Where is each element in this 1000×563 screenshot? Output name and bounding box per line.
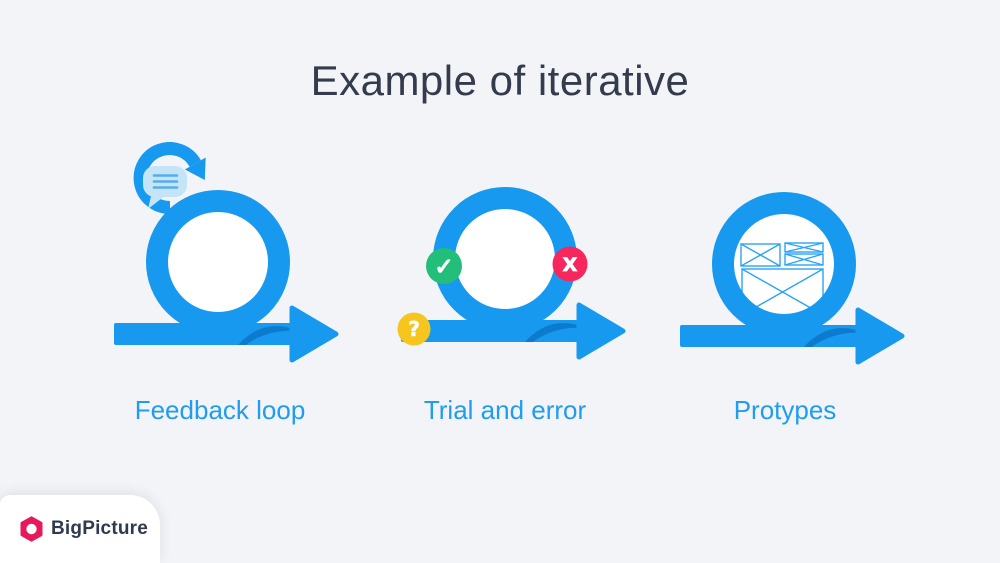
label-feedback-loop: Feedback loop: [134, 395, 306, 425]
x-badge: X: [552, 246, 588, 282]
feedback-loop-illustration: [88, 142, 348, 382]
speech-bubble-icon: [143, 166, 187, 209]
x-badge-circle: [552, 246, 588, 282]
check-icon: ✓: [434, 254, 453, 280]
arrow-head: [855, 307, 905, 365]
trial-and-error-illustration: ✓ X ?: [375, 139, 635, 379]
x-icon: X: [563, 254, 578, 276]
question-icon: ?: [408, 317, 420, 341]
wireframe-cross: [784, 253, 824, 266]
wireframe-cross: [740, 243, 781, 267]
logo-text: BigPicture: [51, 518, 149, 539]
sprint-loop-icon: [114, 142, 339, 363]
speech-bubble-lines: [152, 174, 179, 189]
wireframe-box: [740, 243, 781, 267]
loop-inner-disc: [453, 207, 557, 311]
question-badge: ?: [397, 312, 431, 346]
label-trial-and-error: Trial and error: [423, 395, 587, 425]
wireframe-cross: [784, 242, 824, 253]
loop-shadow: [525, 322, 587, 342]
forward-arrow-icon: [401, 302, 626, 360]
bigpicture-hexagon-icon: [20, 516, 43, 542]
wireframe-box: [784, 253, 824, 266]
loop-inner-disc: [732, 212, 836, 316]
forward-arrow-icon: [114, 305, 339, 363]
hexagon-hole: [26, 523, 37, 535]
sprint-loop-icon: ✓ X ?: [397, 187, 626, 360]
question-badge-circle: [397, 312, 431, 346]
arrow-head: [576, 302, 626, 360]
circular-arrow-head: [184, 157, 206, 180]
arrow-head: [289, 305, 339, 363]
loop-shadow: [804, 327, 866, 347]
label-prototypes: Protypes: [733, 395, 837, 425]
check-badge: ✓: [426, 248, 462, 284]
loop-shadow: [238, 325, 300, 345]
forward-arrow-icon: [680, 307, 905, 365]
wireframe-box: [784, 242, 824, 253]
logo-card: BigPicture: [0, 495, 160, 563]
page-title: Example of iterative: [310, 57, 690, 104]
sprint-loop-icon: [680, 192, 905, 365]
check-badge-circle: [426, 248, 462, 284]
loop-inner-disc: [166, 210, 270, 314]
loop-ring: [146, 190, 290, 334]
loop-ring: [712, 192, 856, 336]
prototypes-illustration: [654, 144, 914, 384]
